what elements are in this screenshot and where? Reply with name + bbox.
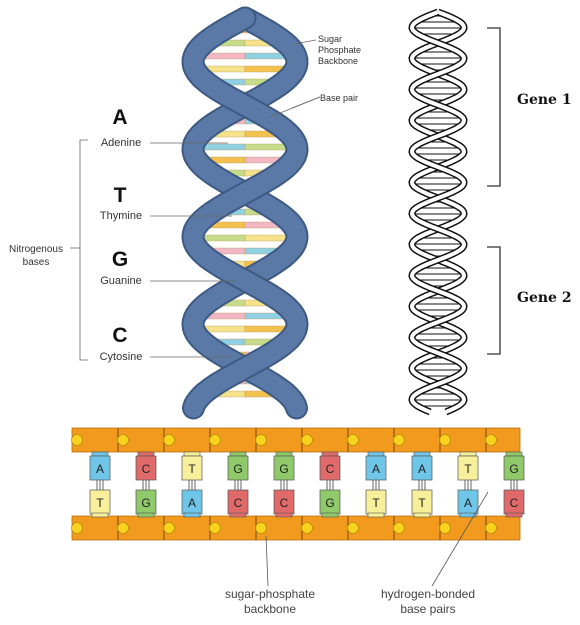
- bottom-pointers: [0, 0, 580, 625]
